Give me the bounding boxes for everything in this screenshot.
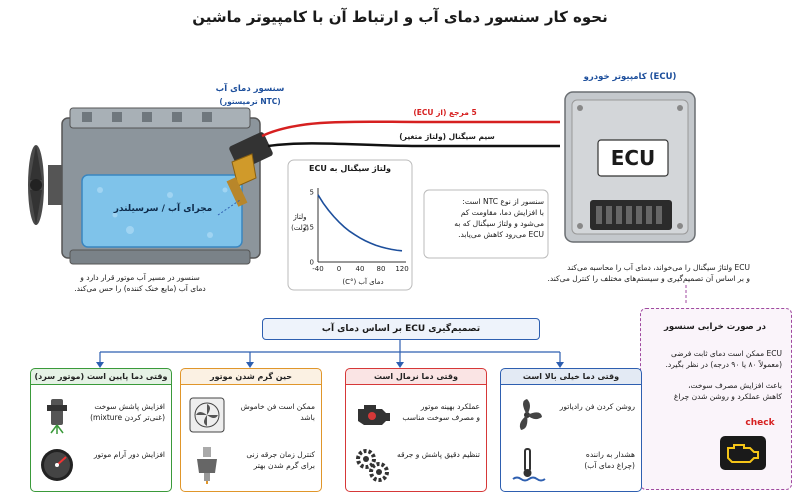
- fault-title: در صورت خرابی سنسور: [664, 322, 766, 332]
- engine-fan-icon: [28, 145, 62, 225]
- chart-x-tick-label: 40: [356, 265, 365, 273]
- ecu-unit-icon: [564, 91, 696, 243]
- decision-item-text: تنظیم دقیق پاشش و جرقه: [397, 450, 480, 459]
- signal-wire: [267, 142, 560, 148]
- decision-panel: وقتی دما پایین است (موتور سرد) افزایش پاش…: [30, 368, 172, 492]
- water-jacket: [81, 174, 243, 248]
- chart-x-tick-label: 80: [377, 265, 386, 273]
- signal-wire-label: سیم سیگنال (ولتاژ متغیر): [399, 132, 495, 141]
- tachometer-icon: [41, 449, 73, 481]
- check-engine-light: [720, 436, 766, 470]
- ntc-note: سنسور از نوع NTC است: با افزایش دما، مقا…: [428, 196, 544, 240]
- fault-line-4: کاهش عملکرد و روشن شدن چراغ: [673, 392, 782, 401]
- fuel-injector-icon: [47, 399, 67, 434]
- ntc-note-line-4: ECU می‌رود کاهش می‌یابد.: [458, 230, 544, 239]
- sensor-caption-line-2: دمای آب (مایع خنک کننده) را حس می‌کند.: [74, 284, 206, 293]
- decision-item-text: ممکن است فن خاموش باشد: [240, 402, 315, 422]
- gears-icon: [356, 449, 389, 482]
- ecu-caption: ECU ولتاژ سیگنال را می‌خواند، دمای آب را…: [520, 262, 750, 284]
- ntc-note-line-1: سنسور از نوع NTC است:: [462, 197, 544, 206]
- chart-y-tick-label: 0: [310, 259, 314, 267]
- fault-text-2: باعث افزایش مصرف سوخت، کاهش عملکرد و روش…: [650, 380, 782, 402]
- decision-title: تصمیم‌گیری ECU بر اساس دمای آب: [262, 318, 540, 340]
- ecu-title: کامپیوتر خودرو (ECU): [583, 72, 677, 82]
- decision-panel-title: حین گرم شدن موتور: [181, 369, 321, 385]
- decision-panel-title: وقتی دما پایین است (موتور سرد): [31, 369, 171, 385]
- chart-ylabel-line-2: (ولت): [291, 224, 309, 232]
- ecu-caption-line-2: و بر اساس آن تصمیم‌گیری و سیستم‌های مختل…: [547, 274, 750, 283]
- radiator-fan-icon: [519, 399, 542, 430]
- sensor-caption-line-1: سنسور در مسیر آب موتور قرار دارد و: [80, 273, 200, 282]
- decision-panel-title: وقتی دما نرمال است: [346, 369, 486, 385]
- chart-ylabel: ولتاژ (ولت): [285, 212, 315, 234]
- decision-item-subtext: برای گرم شدن بهتر: [253, 461, 315, 470]
- decision-item-text: روشن کردن فن رادیاتور: [559, 402, 635, 411]
- decision-item-text: هشدار به راننده: [585, 450, 635, 459]
- ntc-note-line-3: می‌شود و ولتاژ سیگنال که به: [454, 219, 544, 228]
- reference-wire-label: 5 مرجع (از ECU): [413, 108, 477, 117]
- fault-line-1: ECU ممکن است دمای ثابت فرضی: [670, 349, 782, 358]
- chart-x-tick-label: 120: [395, 265, 408, 273]
- decision-panel: وقتی دما خیلی بالا است روشن کردن فن رادیا…: [500, 368, 642, 492]
- chart-ylabel-line-1: ولتاژ: [293, 213, 307, 221]
- ecu-label: ECU: [610, 146, 656, 170]
- water-jacket-label: مجرای آب / سرسیلندر: [113, 204, 213, 214]
- chart-y-tick-label: 5: [310, 189, 314, 197]
- decision-panel: حین گرم شدن موتور ممکن است فن خاموش باشد ک…: [180, 368, 322, 492]
- decision-panel-title: وقتی دما خیلی بالا است: [501, 369, 641, 385]
- decision-item-text: افزایش پاشش سوخت: [94, 402, 165, 411]
- spark-plug-icon: [197, 447, 217, 484]
- sensor-subtitle: (ترمیستور NTC): [219, 97, 281, 106]
- ntc-note-line-2: با افزایش دما، مقاومت کم: [460, 208, 544, 217]
- temperature-sensor-icon: [226, 132, 273, 207]
- decision-panel: وقتی دما نرمال است عملکرد بهینه موتور و مص…: [345, 368, 487, 492]
- fault-box: [640, 308, 792, 490]
- decision-item-text: افزایش دور آرام موتور: [93, 450, 165, 459]
- chart-x-tick-label: -40: [312, 265, 323, 273]
- fan-icon: [189, 397, 225, 433]
- check-engine-icon: [727, 444, 759, 463]
- ecu-caption-line-1: ECU ولتاژ سیگنال را می‌خواند، دمای آب را…: [567, 263, 750, 272]
- sensor-caption: سنسور در مسیر آب موتور قرار دارد و دمای …: [40, 272, 240, 294]
- temperature-warning-icon: [512, 448, 546, 482]
- page-title: نحوه کار سنسور دمای آب و ارتباط آن با کا…: [192, 8, 608, 26]
- chart-xlabel: دمای آب (°C): [342, 278, 384, 286]
- fault-check-label: check: [745, 418, 775, 428]
- decision-item-subtext: (چراغ دمای آب): [584, 461, 635, 470]
- fault-text-1: ECU ممکن است دمای ثابت فرضی (معمولاً ۸۰ …: [650, 348, 782, 370]
- reference-wire: [261, 120, 560, 138]
- sensor-title: سنسور دمای آب: [215, 84, 285, 94]
- chart-y-tick-label: 2.5: [303, 224, 314, 232]
- ntc-note-panel: [423, 189, 549, 259]
- decision-item-text: عملکرد بهینه موتور: [420, 402, 480, 411]
- decision-item-subtext: و مصرف سوخت مناسب: [402, 413, 480, 422]
- chart-title: ولتاژ سیگنال به ECU: [309, 164, 391, 173]
- decision-item-subtext: (غنی‌تر کردن mixture): [90, 413, 165, 422]
- decision-item-text: کنترل زمان جرقه زنی: [246, 450, 315, 459]
- decision-tree-lines: [99, 338, 561, 364]
- engine-icon: [358, 405, 390, 425]
- chart-x-tick-label: 0: [337, 265, 341, 273]
- fault-line-2: (معمولاً ۸۰ یا ۹۰ درجه) در نظر بگیرد.: [665, 360, 782, 369]
- fault-line-3: باعث افزایش مصرف سوخت،: [688, 381, 782, 390]
- chart-series-line: [317, 194, 403, 252]
- chart-panel: [287, 159, 413, 291]
